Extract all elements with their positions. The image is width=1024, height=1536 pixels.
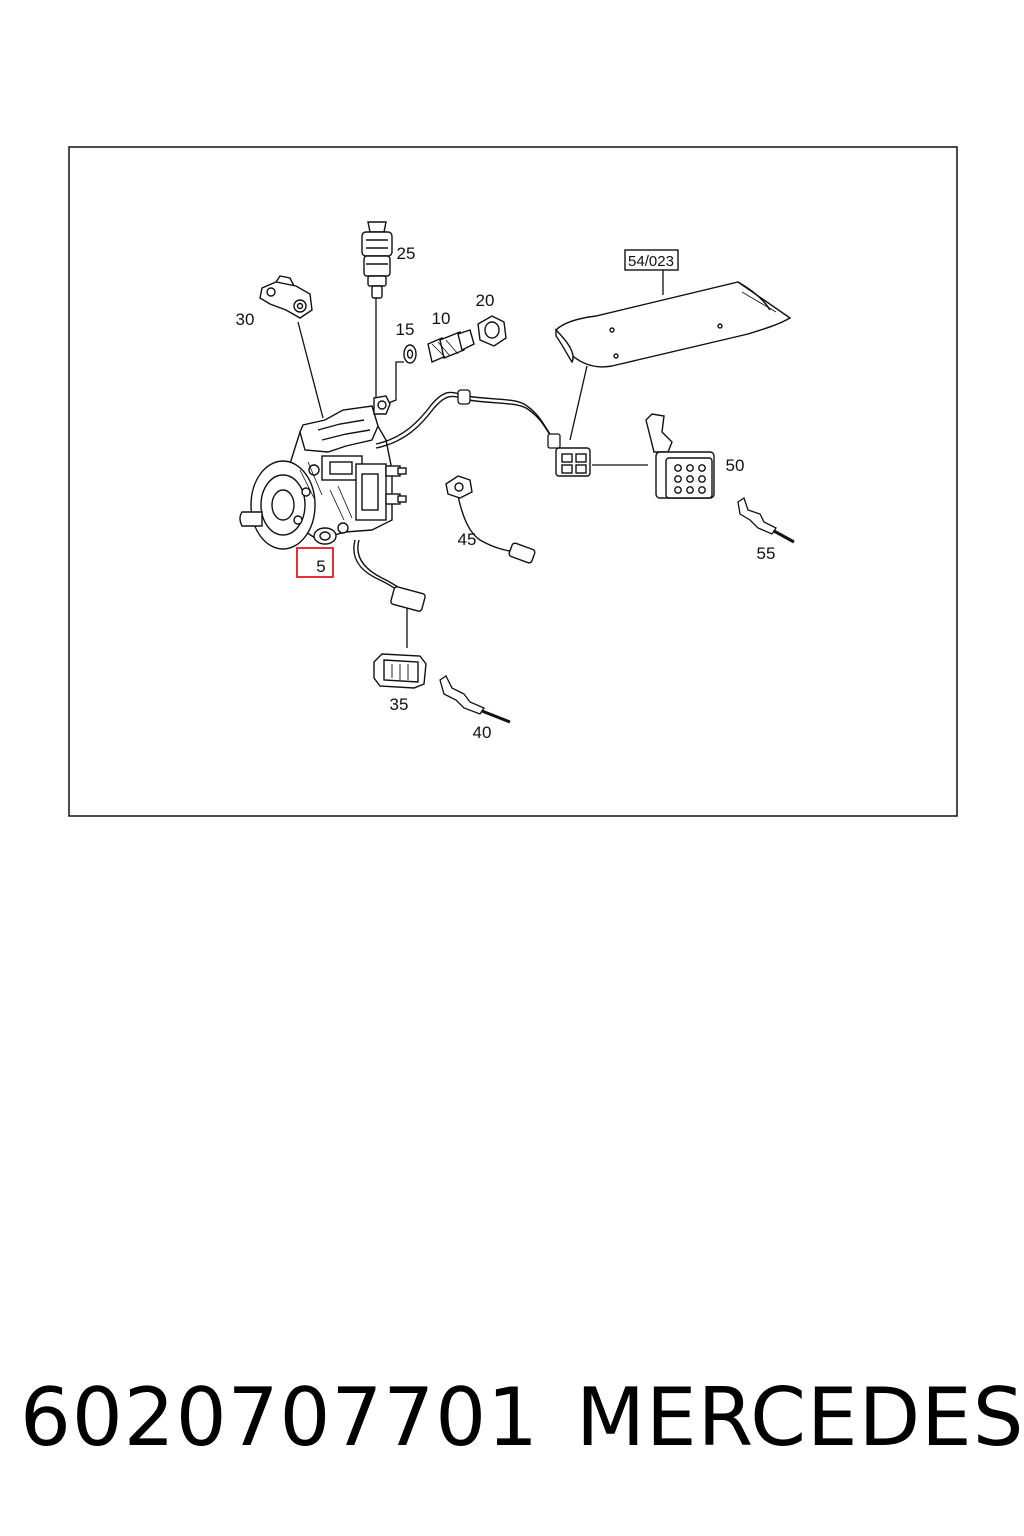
part-30-lever (259, 275, 313, 319)
part-25-valve (361, 221, 393, 299)
callout-25: 25 (397, 244, 416, 263)
callout-35: 35 (390, 695, 409, 714)
callout-50: 50 (726, 456, 745, 475)
part-55-terminal (737, 496, 795, 544)
leader-lines (297, 270, 664, 648)
part-45-sensor (445, 475, 536, 564)
callout-55: 55 (757, 544, 776, 563)
part-15-washer (403, 344, 417, 364)
diagram-frame (68, 146, 958, 817)
part-20-nut (477, 315, 507, 347)
callout-30: 30 (236, 310, 255, 329)
part-50-connector (645, 413, 715, 499)
harness-grommet (457, 389, 561, 449)
callout-10: 10 (432, 309, 451, 328)
callout-20: 20 (476, 291, 495, 310)
part-40-terminal (439, 675, 511, 724)
callout-40: 40 (473, 723, 492, 742)
brand-name: MERCEDES (576, 1371, 1024, 1464)
part-35-plug (373, 586, 427, 689)
protective-cover (555, 281, 792, 368)
highlight-box-part-5 (296, 547, 334, 578)
reference-label: 54/023 (628, 253, 674, 270)
part-number: 6020707701 (20, 1371, 539, 1464)
callout-15: 15 (396, 320, 415, 339)
injection-pump (239, 395, 407, 550)
callout-45: 45 (458, 530, 477, 549)
reference-box: 54/023 (624, 249, 679, 271)
callout-5: 5 (316, 557, 325, 576)
callout-labels: 5 10 15 20 25 30 35 40 45 50 55 (236, 244, 776, 742)
part-10-bolt (427, 329, 475, 363)
harness-connector (555, 447, 591, 477)
